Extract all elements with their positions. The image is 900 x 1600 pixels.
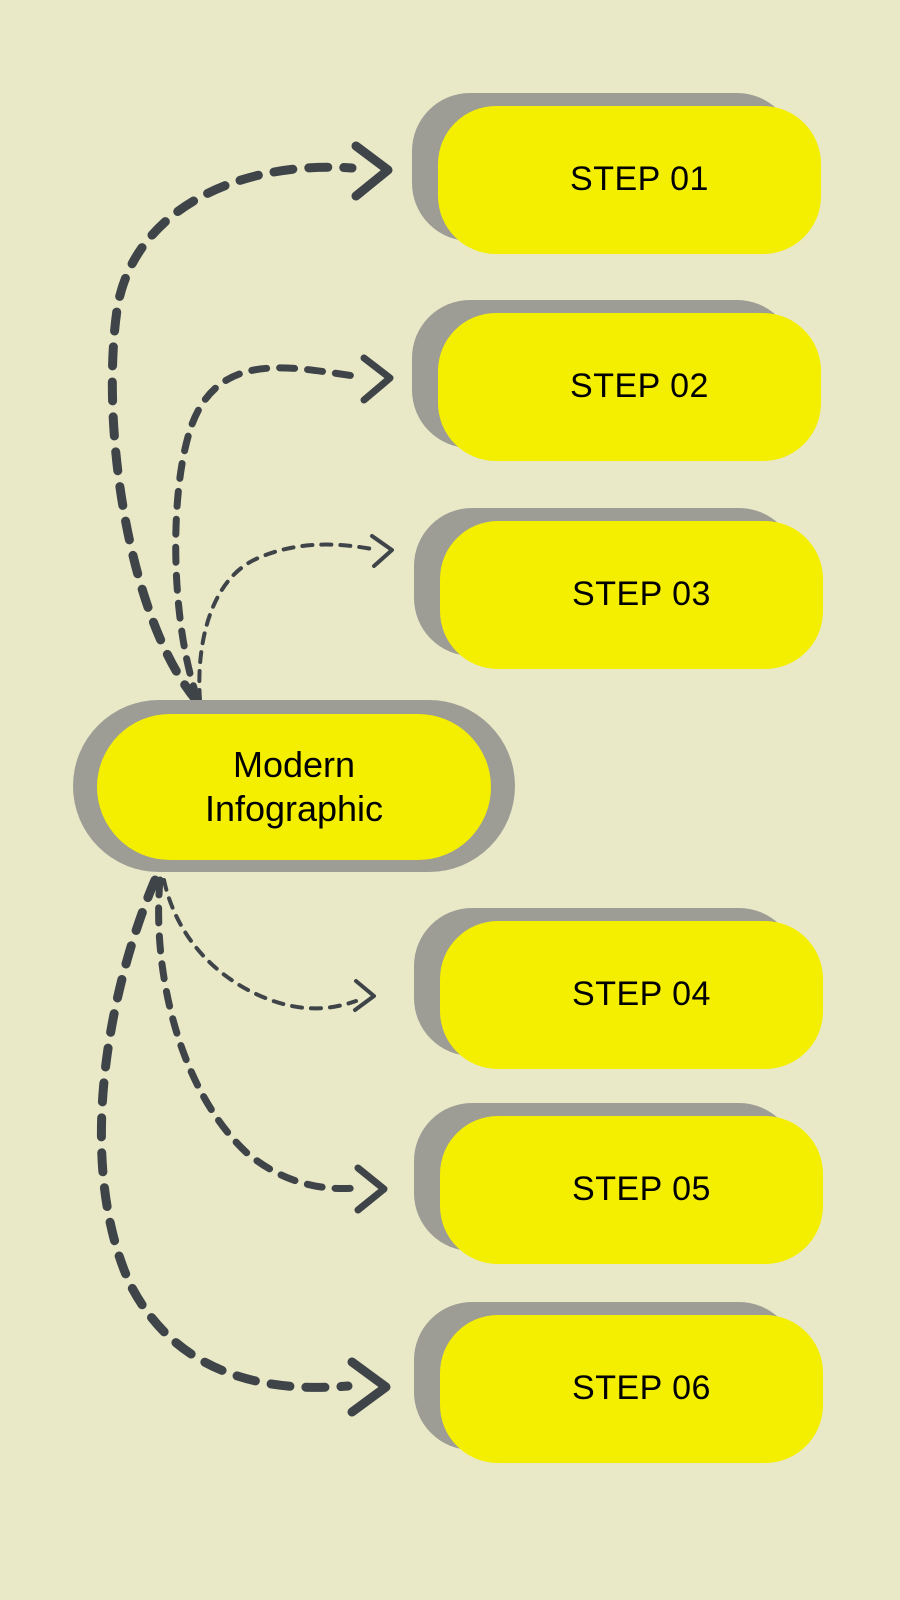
connector-to-step-04 (162, 878, 376, 1012)
step-node-01[interactable]: STEP 01 (412, 93, 821, 254)
connector-to-step-03 (197, 534, 394, 702)
step-node-05[interactable]: STEP 05 (414, 1103, 823, 1264)
step-node-02-label: STEP 02 (570, 367, 709, 406)
step-node-03[interactable]: STEP 03 (414, 508, 823, 669)
connector-to-step-05 (155, 876, 388, 1214)
connector-to-step-01 (107, 141, 393, 705)
step-node-06-label: STEP 06 (572, 1369, 711, 1408)
center-node[interactable]: Modern Infographic (73, 700, 515, 872)
step-node-04-label: STEP 04 (572, 975, 711, 1014)
step-node-04[interactable]: STEP 04 (414, 908, 823, 1069)
step-node-05-label: STEP 05 (572, 1170, 711, 1209)
connector-to-step-02 (172, 354, 394, 704)
step-node-01-face[interactable]: STEP 01 (438, 106, 821, 254)
connector-to-step-06 (96, 875, 391, 1417)
center-node-face[interactable]: Modern Infographic (97, 714, 491, 860)
step-node-06-face[interactable]: STEP 06 (440, 1315, 823, 1463)
step-node-06[interactable]: STEP 06 (414, 1302, 823, 1463)
step-node-02[interactable]: STEP 02 (412, 300, 821, 461)
center-node-label: Modern Infographic (205, 743, 383, 831)
step-node-02-face[interactable]: STEP 02 (438, 313, 821, 461)
step-node-01-label: STEP 01 (570, 160, 709, 199)
center-node-label-line2: Infographic (204, 788, 384, 829)
step-node-03-face[interactable]: STEP 03 (440, 521, 823, 669)
step-node-05-face[interactable]: STEP 05 (440, 1116, 823, 1264)
step-node-04-face[interactable]: STEP 04 (440, 921, 823, 1069)
center-node-label-line1: Modern (232, 744, 356, 786)
step-node-03-label: STEP 03 (572, 575, 711, 614)
